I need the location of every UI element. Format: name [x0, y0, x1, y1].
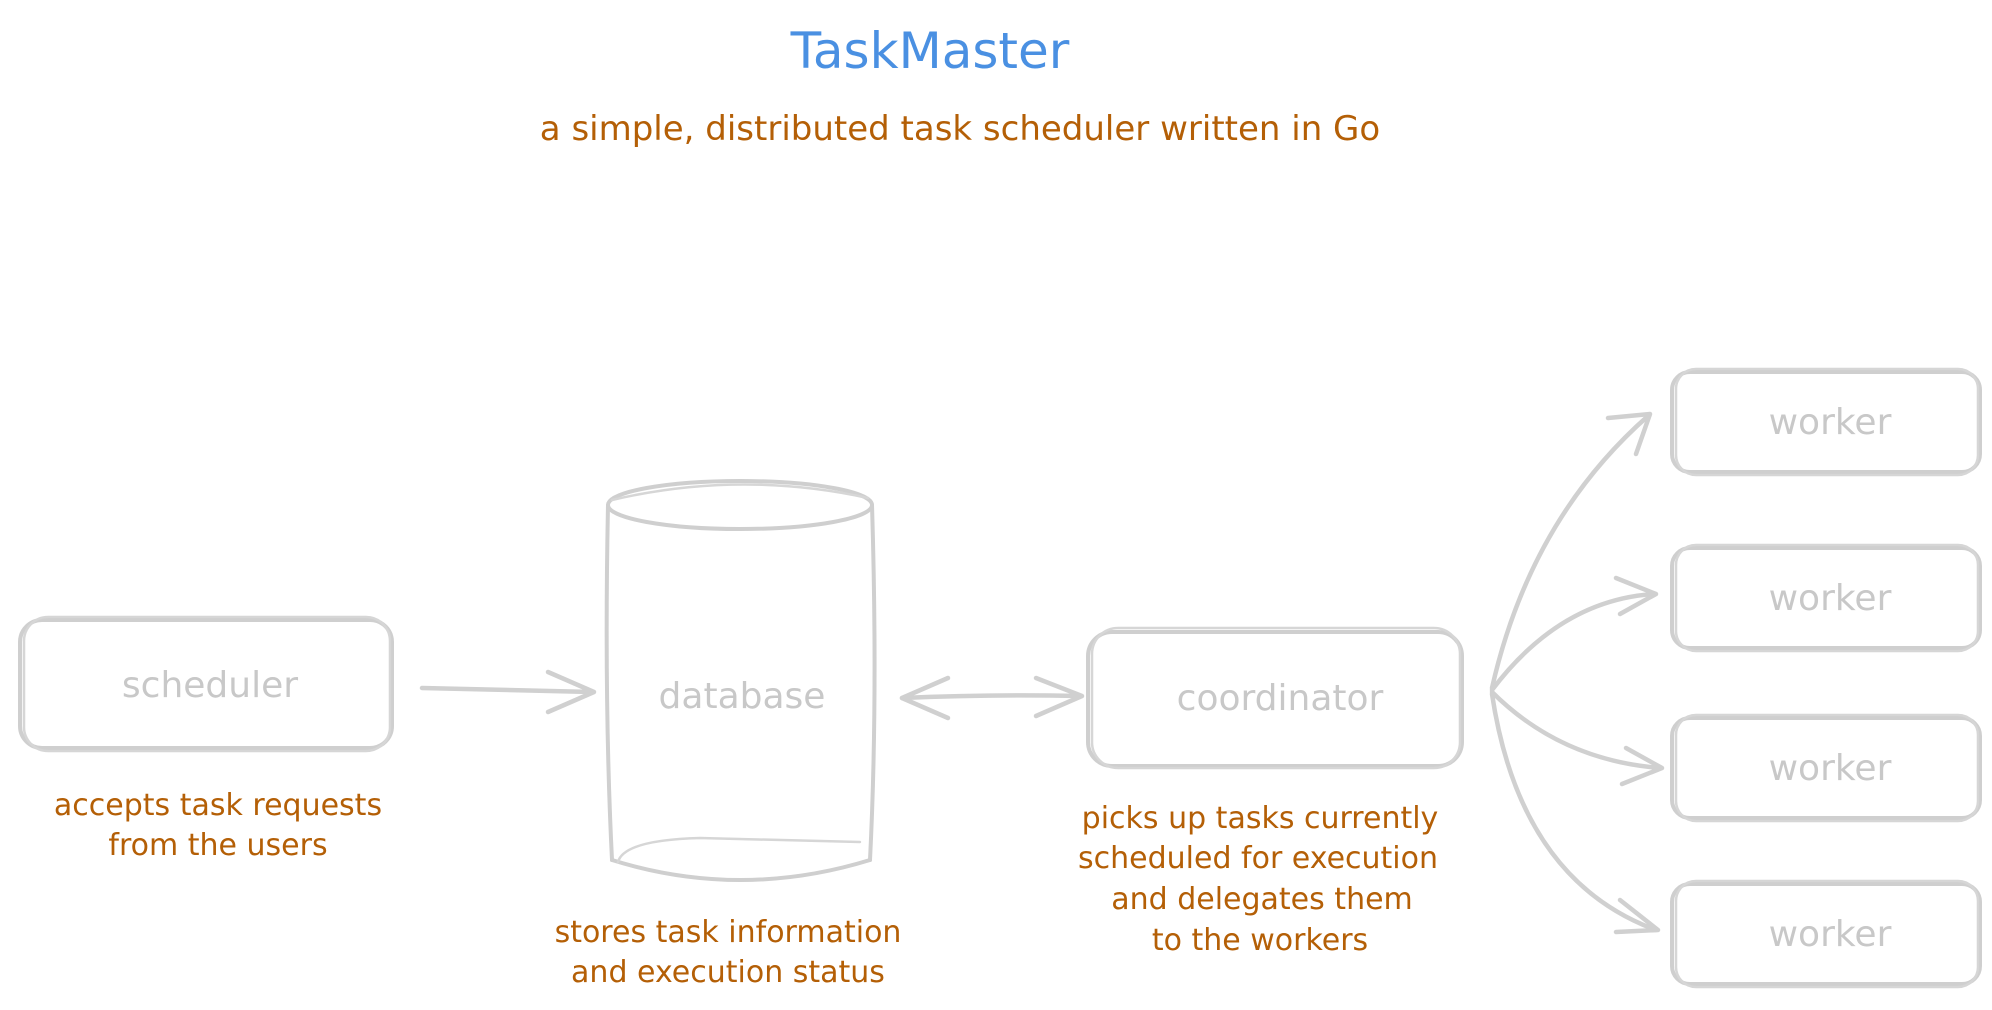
arrow-scheduler-to-database: [419, 669, 597, 715]
database-left-side: [604, 503, 614, 862]
worker-box-sketch: [1674, 367, 1980, 477]
diagram-subtitle: a simple, distributed task scheduler wri…: [540, 109, 1380, 149]
coordinator-label: coordinator: [1177, 678, 1384, 719]
database-note-line-1: stores task information: [555, 915, 902, 950]
worker-box-sketch: [1674, 879, 1980, 989]
worker-box-sketch: [1674, 543, 1980, 653]
arrow-head-worker-4: [1613, 897, 1661, 935]
coordinator-box-sketch: [1090, 626, 1462, 770]
arrow-line: [419, 685, 595, 695]
worker-label: worker: [1769, 578, 1892, 619]
worker-node-2: worker: [1670, 543, 1982, 653]
scheduler-box: [18, 618, 394, 750]
arrow-head-left: [899, 675, 951, 721]
worker-box: [1670, 882, 1982, 986]
database-note-line-2: and execution status: [571, 955, 885, 990]
worker-box-sketch: [1674, 713, 1980, 823]
worker-node-3: worker: [1670, 713, 1982, 823]
scheduler-node: scheduler: [18, 615, 394, 753]
database-right-side: [868, 503, 877, 862]
arrow-head-worker-3: [1619, 745, 1665, 787]
scheduler-note-line-2: from the users: [108, 828, 327, 863]
worker-label: worker: [1769, 914, 1892, 955]
arrow-head-worker-2: [1613, 575, 1659, 617]
arrow-head: [545, 669, 597, 715]
worker-box: [1670, 716, 1982, 820]
database-node: database: [604, 479, 877, 882]
database-bottom: [610, 858, 872, 882]
worker-label: worker: [1769, 402, 1892, 443]
scheduler-note-line-1: accepts task requests: [54, 788, 382, 823]
database-label: database: [659, 676, 826, 717]
arrow-line: [899, 693, 1083, 701]
arrow-to-worker-3: [1489, 689, 1663, 771]
worker-box: [1670, 546, 1982, 650]
coordinator-note-line-4: to the workers: [1152, 923, 1368, 958]
coordinator-node: coordinator: [1086, 626, 1464, 770]
arrows-coordinator-to-workers: [1489, 411, 1665, 935]
coordinator-box: [1086, 630, 1464, 768]
diagram-title: TaskMaster: [790, 22, 1070, 80]
arrow-head-right: [1033, 675, 1085, 719]
coordinator-note-line-1: picks up tasks currently: [1082, 801, 1439, 836]
coordinator-note-line-2: scheduled for execution: [1078, 841, 1438, 876]
worker-node-4: worker: [1670, 879, 1982, 989]
arrow-head-worker-1: [1605, 411, 1653, 457]
worker-node-1: worker: [1670, 367, 1982, 477]
arrow-to-worker-1: [1489, 413, 1651, 691]
worker-label: worker: [1769, 748, 1892, 789]
arrow-to-worker-2: [1489, 591, 1657, 693]
database-top: [606, 479, 874, 531]
arrow-to-worker-4: [1489, 691, 1659, 933]
arrow-database-coordinator: [899, 675, 1085, 721]
database-bottom-sketch: [616, 836, 862, 864]
scheduler-label: scheduler: [122, 665, 298, 706]
scheduler-box-sketch: [22, 615, 392, 753]
worker-box: [1670, 370, 1982, 474]
database-top-sketch: [610, 483, 870, 502]
coordinator-note-line-3: and delegates them: [1111, 882, 1413, 917]
